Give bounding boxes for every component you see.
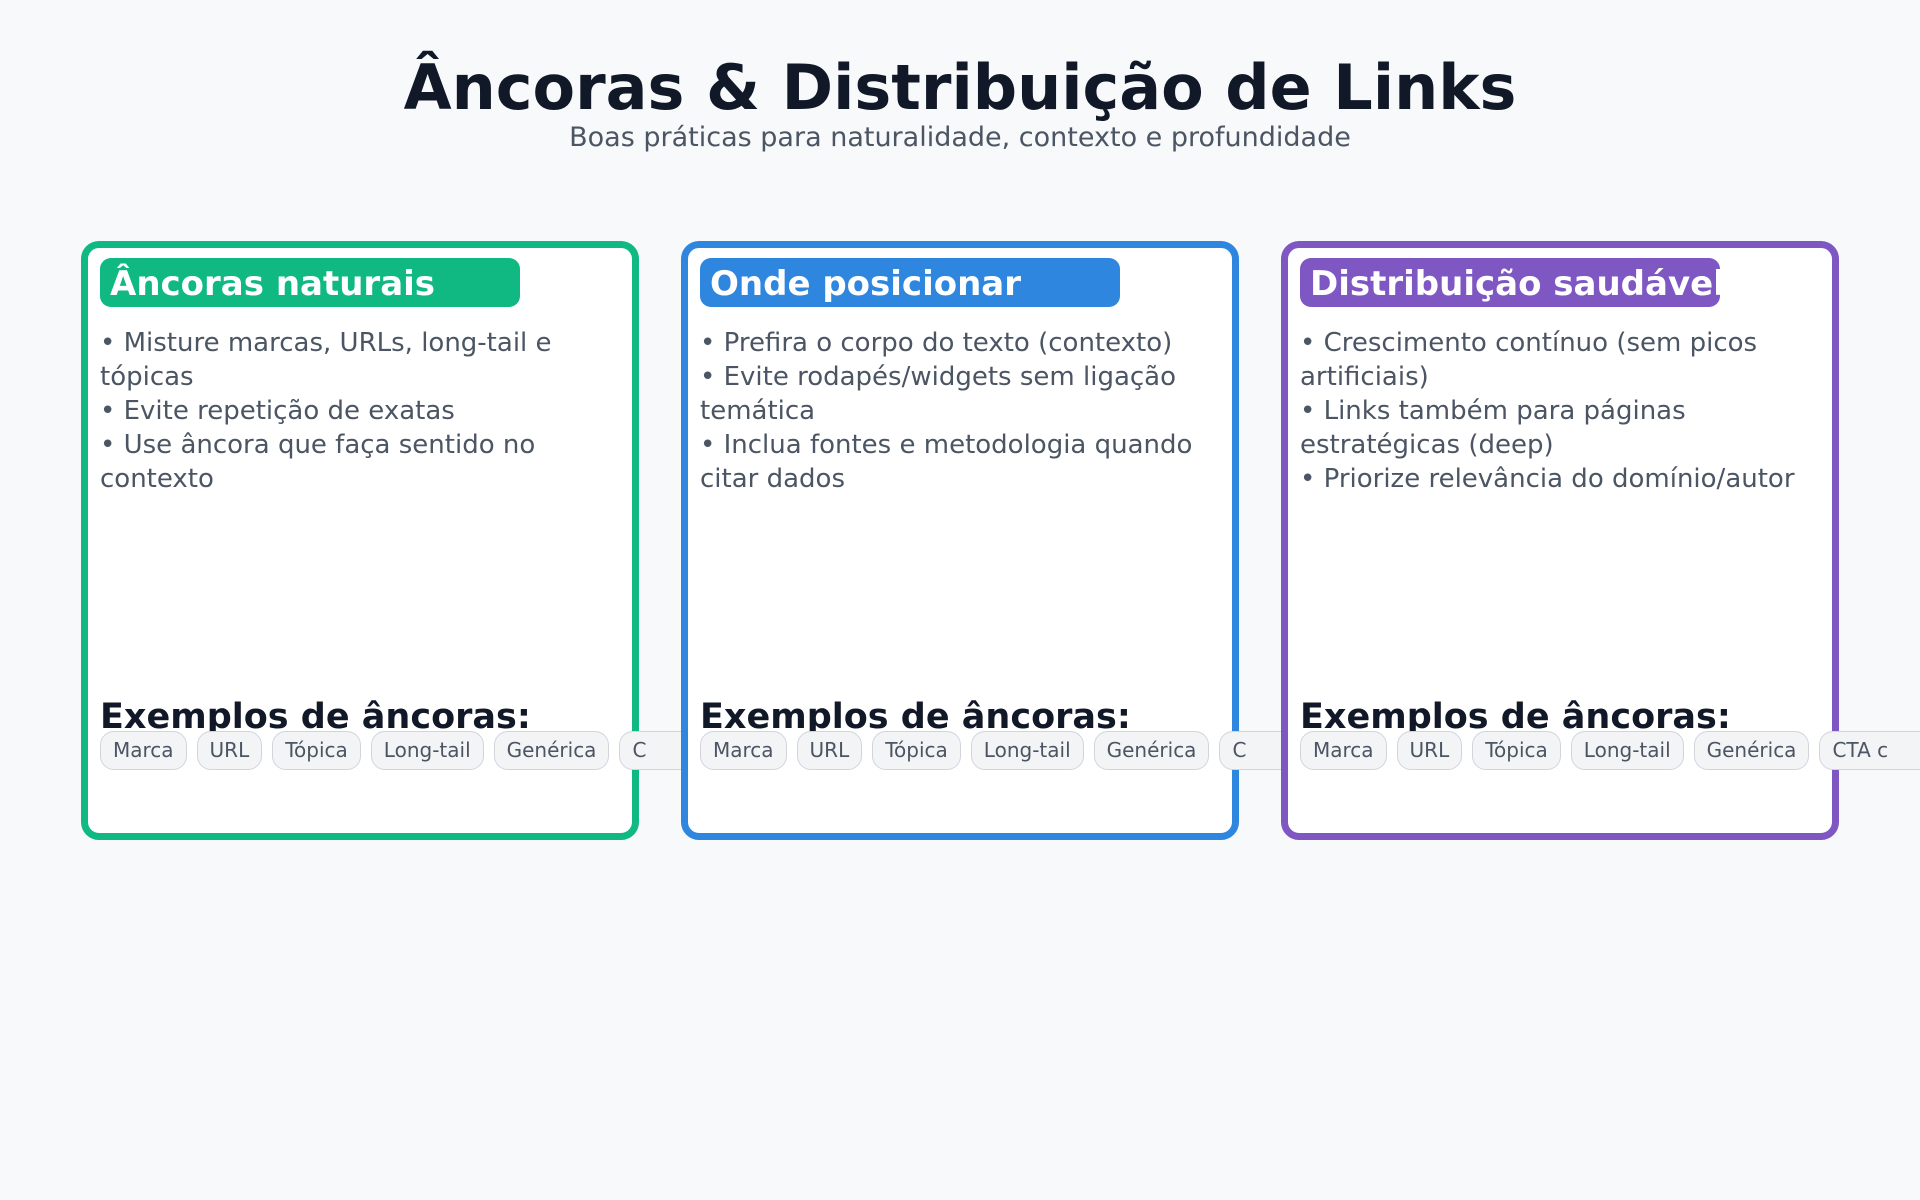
anchor-chip[interactable]: Tópica bbox=[1472, 731, 1561, 770]
card-title-pill: Âncoras naturais bbox=[100, 258, 520, 307]
examples-heading: Exemplos de âncoras: bbox=[700, 697, 1131, 737]
bullet-item: • Evite rodapés/widgets sem ligação temá… bbox=[700, 362, 1177, 426]
bullet-item: • Evite repetição de exatas bbox=[100, 396, 455, 426]
bullet-item: • Crescimento contínuo (sem picos artifi… bbox=[1300, 328, 1758, 392]
bullet-item: • Inclua fontes e metodologia quando cit… bbox=[700, 430, 1193, 494]
bullet-item: • Links também para páginas estratégicas… bbox=[1300, 396, 1686, 460]
page-subtitle: Boas práticas para naturalidade, context… bbox=[569, 122, 1351, 153]
anchor-chip[interactable]: Tópica bbox=[872, 731, 961, 770]
bullet-item: • Prefira o corpo do texto (contexto) bbox=[700, 328, 1173, 358]
bullet-list: • Crescimento contínuo (sem picos artifi… bbox=[1300, 326, 1820, 496]
anchor-chip[interactable]: Marca bbox=[100, 731, 187, 770]
anchor-chip[interactable]: Tópica bbox=[272, 731, 361, 770]
anchor-chip[interactable]: Genérica bbox=[1693, 731, 1810, 770]
card-title-pill: Onde posicionar bbox=[700, 258, 1120, 307]
examples-heading: Exemplos de âncoras: bbox=[100, 697, 531, 737]
anchor-chip[interactable]: Marca bbox=[700, 731, 787, 770]
anchor-chip[interactable]: Genérica bbox=[493, 731, 610, 770]
examples-heading: Exemplos de âncoras: bbox=[1300, 697, 1731, 737]
anchor-chip[interactable]: Genérica bbox=[1093, 731, 1210, 770]
bullet-item: • Priorize relevância do domínio/autor bbox=[1300, 464, 1795, 494]
anchor-chip[interactable]: URL bbox=[1396, 731, 1463, 770]
anchor-chip[interactable]: Marca bbox=[1300, 731, 1387, 770]
anchor-chip[interactable]: Long-tail bbox=[370, 731, 484, 770]
anchor-chip[interactable]: URL bbox=[796, 731, 863, 770]
card-title-pill: Distribuição saudável bbox=[1300, 258, 1720, 307]
bullet-list: • Prefira o corpo do texto (contexto) • E… bbox=[700, 326, 1220, 496]
card-3: Distribuição saudável • Crescimento cont… bbox=[1281, 241, 1920, 840]
anchor-chip[interactable]: CTA c bbox=[1819, 731, 1920, 770]
bullet-item: • Use âncora que faça sentido no context… bbox=[100, 430, 536, 494]
bullet-list: • Misture marcas, URLs, long-tail e tópi… bbox=[100, 326, 620, 496]
card-1: Âncoras naturais • Misture marcas, URLs,… bbox=[81, 241, 760, 840]
bullet-item: • Misture marcas, URLs, long-tail e tópi… bbox=[100, 328, 552, 392]
anchor-chip[interactable]: Long-tail bbox=[970, 731, 1084, 770]
anchor-chip[interactable]: URL bbox=[196, 731, 263, 770]
page-title: Âncoras & Distribuição de Links bbox=[403, 51, 1517, 124]
anchor-chip[interactable]: Long-tail bbox=[1570, 731, 1684, 770]
card-2: Onde posicionar • Prefira o corpo do tex… bbox=[681, 241, 1360, 840]
